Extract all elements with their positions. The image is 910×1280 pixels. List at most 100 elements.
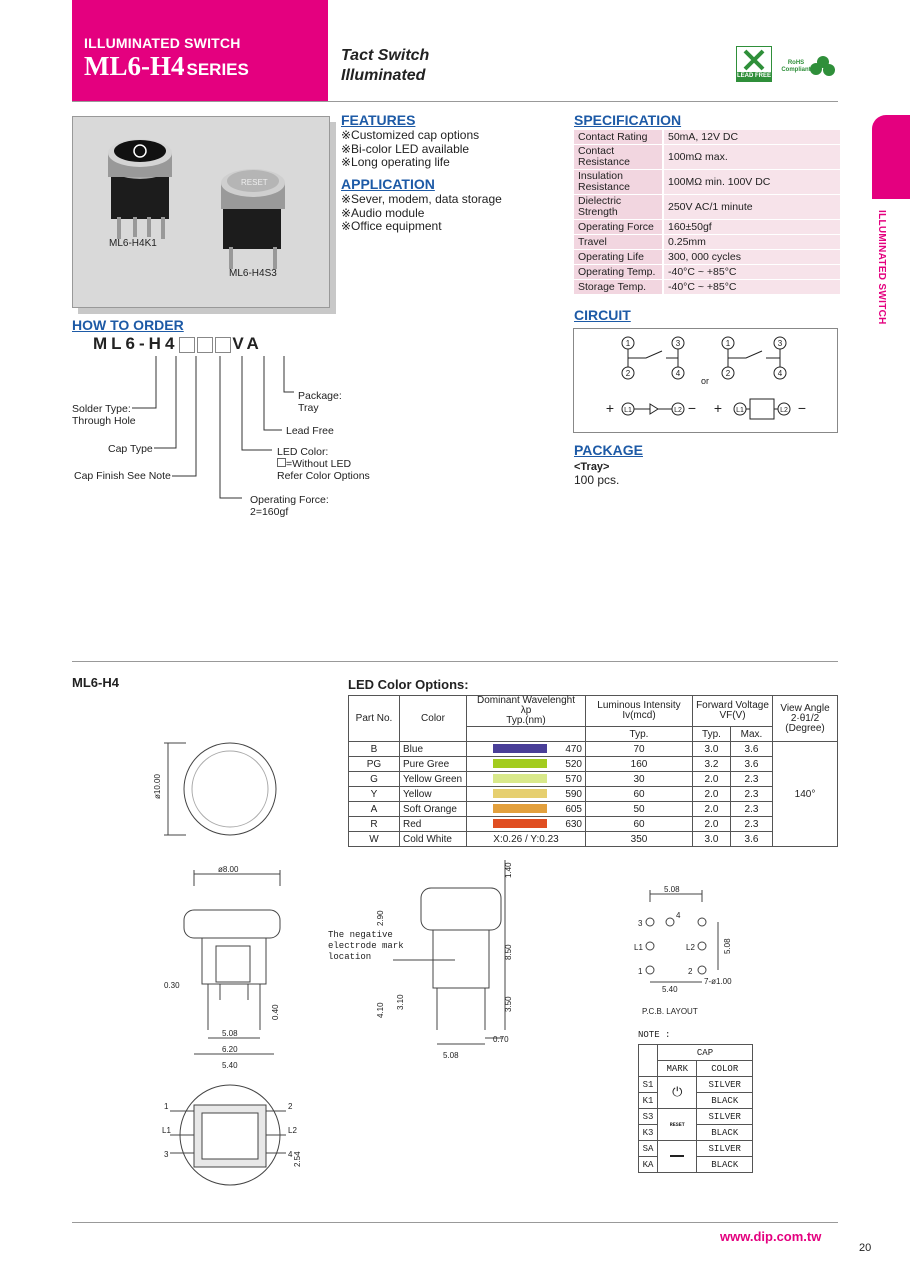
order-cap-finish: Cap Finish See Note [74, 470, 171, 482]
list-item: ※Long operating life [341, 155, 450, 169]
svg-text:5.08: 5.08 [443, 1051, 459, 1060]
application-title: APPLICATION [341, 176, 435, 192]
footer-url[interactable]: www.dip.com.tw [720, 1229, 822, 1244]
features-list: ※Customized cap options ※Bi-color LED av… [341, 128, 479, 170]
side-tab [872, 115, 910, 199]
footer-divider [72, 1222, 838, 1223]
svg-text:P.C.B. LAYOUT: P.C.B. LAYOUT [642, 1007, 698, 1016]
svg-text:L2: L2 [288, 1126, 297, 1135]
subtitle: Tact Switch Illuminated [341, 47, 430, 84]
list-item: ※Office equipment [341, 219, 442, 233]
circuit-title: CIRCUIT [574, 307, 631, 323]
rohs-logo: RoHS Compliant [776, 52, 836, 82]
lead-free-logo: LEAD FREE [736, 46, 772, 82]
section-label: ML6-H4 [72, 675, 119, 690]
svg-text:2: 2 [688, 967, 693, 976]
svg-text:L1: L1 [162, 1126, 171, 1135]
order-leader-lines [132, 356, 294, 499]
svg-text:2: 2 [288, 1102, 293, 1111]
svg-text:3.50: 3.50 [504, 996, 513, 1012]
svg-text:L2: L2 [686, 943, 695, 952]
svg-text:L2: L2 [674, 407, 682, 414]
svg-text:2: 2 [626, 369, 631, 378]
svg-text:4.10: 4.10 [376, 1002, 385, 1018]
order-force: Operating Force: 2=160gf [250, 494, 329, 518]
category-title: ILLUMINATED SWITCH [84, 35, 241, 51]
svg-text:−: − [798, 400, 806, 416]
top-view-drawing: ø10.00 [153, 742, 277, 836]
dash-icon [656, 1140, 698, 1173]
svg-text:2.90: 2.90 [376, 910, 385, 926]
svg-text:2: 2 [726, 369, 731, 378]
product-photo: RESET ML6-H4K1 ML6-H4S3 [72, 116, 330, 308]
svg-text:5.08: 5.08 [723, 938, 732, 954]
svg-text:5.40: 5.40 [222, 1061, 238, 1070]
svg-text:L1: L1 [624, 407, 632, 414]
svg-text:3: 3 [638, 919, 643, 928]
package-title: PACKAGE [574, 442, 643, 458]
svg-text:+: + [714, 400, 722, 416]
specification-title: SPECIFICATION [574, 112, 682, 128]
svg-text:1: 1 [626, 339, 631, 348]
order-led-color: LED Color: =Without LED Refer Color Opti… [277, 446, 370, 482]
page-number: 20 [859, 1242, 872, 1254]
svg-text:1.40: 1.40 [504, 862, 513, 878]
mark-note: The negative electrode mark location [328, 930, 404, 962]
list-item: ※Audio module [341, 205, 425, 220]
section-divider [72, 661, 838, 662]
order-solder: Solder Type: Through Hole [72, 403, 136, 427]
power-icon: ⏻ [656, 1076, 698, 1109]
svg-text:3.10: 3.10 [396, 994, 405, 1010]
package-sub: <Tray> [574, 461, 610, 473]
svg-text:3: 3 [778, 339, 783, 348]
table-row: Storage Temp.-40°C ~ +85°C [574, 280, 840, 294]
svg-text:5.08: 5.08 [664, 885, 680, 894]
order-package: Package: Tray [298, 390, 342, 414]
svg-text:L1: L1 [634, 943, 643, 952]
table-row: S1⏻SILVER [638, 1076, 753, 1109]
switch-photo-icon: RESET [108, 139, 285, 269]
header-divider [72, 101, 838, 102]
svg-text:4: 4 [778, 369, 783, 378]
svg-text:+: + [606, 400, 614, 416]
svg-text:RESET: RESET [241, 178, 268, 187]
svg-text:−: − [688, 400, 696, 416]
order-cap-type: Cap Type [108, 443, 153, 455]
photo-label-s3: ML6-H4S3 [229, 268, 277, 279]
photo-label-k1: ML6-H4K1 [109, 238, 157, 249]
package-qty: 100 pcs. [574, 473, 620, 487]
features-title: FEATURES [341, 112, 416, 128]
svg-text:7-ø1.00: 7-ø1.00 [704, 977, 732, 986]
order-title: HOW TO ORDER [72, 317, 184, 333]
svg-text:6.20: 6.20 [222, 1045, 238, 1054]
svg-text:3: 3 [676, 339, 681, 348]
svg-text:3: 3 [164, 1150, 169, 1159]
svg-text:L1: L1 [736, 407, 744, 414]
svg-text:1: 1 [164, 1102, 169, 1111]
side-view-drawing: ø8.00 0.30 0.40 5.08 6.20 5.40 [164, 865, 281, 1070]
svg-text:ø10.00: ø10.00 [153, 774, 162, 799]
svg-text:1: 1 [726, 339, 731, 348]
